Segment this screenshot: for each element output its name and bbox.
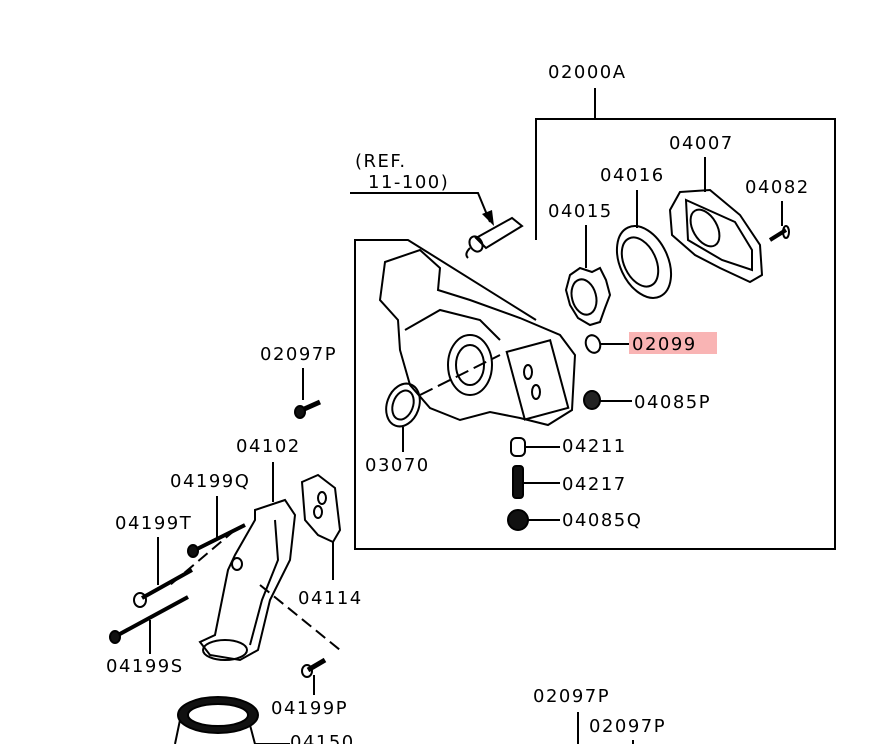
label-04217[interactable]: 04217 — [562, 474, 627, 495]
label-04199Q[interactable]: 04199Q — [170, 471, 250, 492]
label-03070[interactable]: 03070 — [365, 455, 430, 476]
label-02000A[interactable]: 02000A — [548, 62, 627, 83]
gasket-04114-icon[interactable] — [300, 473, 342, 580]
sealant-tube-icon — [465, 216, 524, 259]
reference-note: (REF. 11-100) — [350, 151, 494, 226]
label-04007[interactable]: 04007 — [669, 133, 734, 154]
screw-04082-icon[interactable] — [768, 201, 790, 242]
inner-rotor-icon[interactable] — [564, 225, 612, 327]
label-04102[interactable]: 04102 — [236, 436, 301, 457]
bolt-04199S-icon[interactable] — [109, 595, 189, 654]
label-04085Q[interactable]: 04085Q — [562, 510, 642, 531]
bolt-02097P-upper-icon[interactable] — [294, 368, 322, 419]
plug-p-icon[interactable] — [583, 390, 632, 410]
label-04082[interactable]: 04082 — [745, 177, 810, 198]
ref-line1: (REF. — [355, 151, 407, 172]
label-04211[interactable]: 04211 — [562, 436, 627, 457]
label-02099[interactable]: 02099 — [632, 334, 697, 355]
oil-pump-body-icon[interactable] — [378, 248, 577, 427]
highlight-box — [629, 332, 717, 354]
label-04150[interactable]: 04150 — [290, 732, 355, 749]
o-ring-icon[interactable] — [583, 333, 630, 355]
relief-plunger-icon[interactable] — [510, 437, 560, 457]
part-label-assembly[interactable]: 02000A — [548, 62, 627, 83]
rear-cover-icon[interactable] — [668, 157, 764, 284]
bolt-04199Q-icon[interactable] — [187, 496, 246, 558]
bolt-04199P-icon[interactable] — [301, 657, 327, 695]
label-04015[interactable]: 04015 — [548, 201, 613, 222]
label-04016[interactable]: 04016 — [600, 165, 665, 186]
label-04199P[interactable]: 04199P — [271, 698, 348, 719]
label-02097P-lower-1[interactable]: 02097P — [533, 686, 610, 707]
label-04199T[interactable]: 04199T — [115, 513, 192, 534]
plug-q-icon[interactable] — [507, 509, 560, 531]
relief-spring-icon[interactable] — [512, 465, 560, 499]
label-02097P-upper[interactable]: 02097P — [260, 344, 337, 365]
label-04085P[interactable]: 04085P — [634, 392, 711, 413]
label-02097P-lower-2[interactable]: 02097P — [589, 716, 666, 737]
assembly-frame — [354, 88, 836, 550]
outer-rotor-icon[interactable] — [606, 190, 682, 307]
highlighted-part-02099[interactable]: 02099 — [629, 332, 717, 355]
label-04114[interactable]: 04114 — [298, 588, 363, 609]
front-seal-icon[interactable] — [380, 379, 425, 452]
oil-filter-bracket-icon[interactable] — [169, 462, 341, 662]
ref-line2: 11-100) — [368, 172, 449, 193]
label-04199S[interactable]: 04199S — [106, 656, 184, 677]
oil-filter-icon[interactable] — [174, 696, 290, 745]
bolt-04199T-icon[interactable] — [133, 537, 193, 608]
